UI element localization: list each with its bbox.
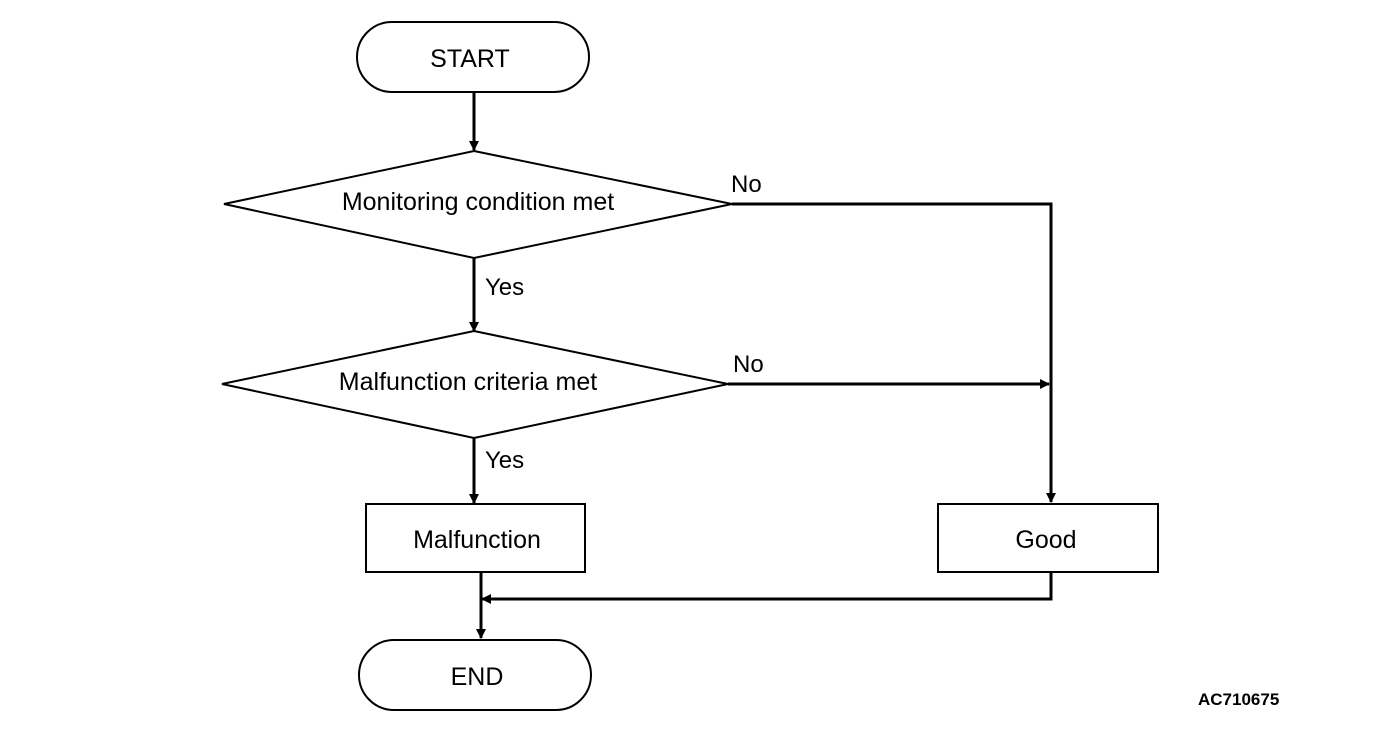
arrow-monitoring-no bbox=[732, 202, 1056, 503]
malfunction-process bbox=[365, 503, 586, 573]
good-process bbox=[937, 503, 1159, 573]
arrow-good-to-merge bbox=[481, 572, 1053, 604]
malfunction-label: Malfunction bbox=[413, 526, 541, 554]
monitoring-yes-label: Yes bbox=[485, 274, 524, 301]
start-label: START bbox=[430, 45, 510, 73]
malfunction-criteria-label: Malfunction criteria met bbox=[339, 368, 597, 396]
end-label: END bbox=[451, 663, 504, 691]
reference-code: AC710675 bbox=[1198, 690, 1279, 709]
end-terminal bbox=[358, 639, 592, 711]
monitoring-no-label: No bbox=[731, 171, 762, 198]
malfunction-no-label: No bbox=[733, 351, 764, 378]
monitoring-condition-label: Monitoring condition met bbox=[342, 188, 614, 216]
malfunction-yes-label: Yes bbox=[485, 447, 524, 474]
good-label: Good bbox=[1015, 526, 1076, 554]
